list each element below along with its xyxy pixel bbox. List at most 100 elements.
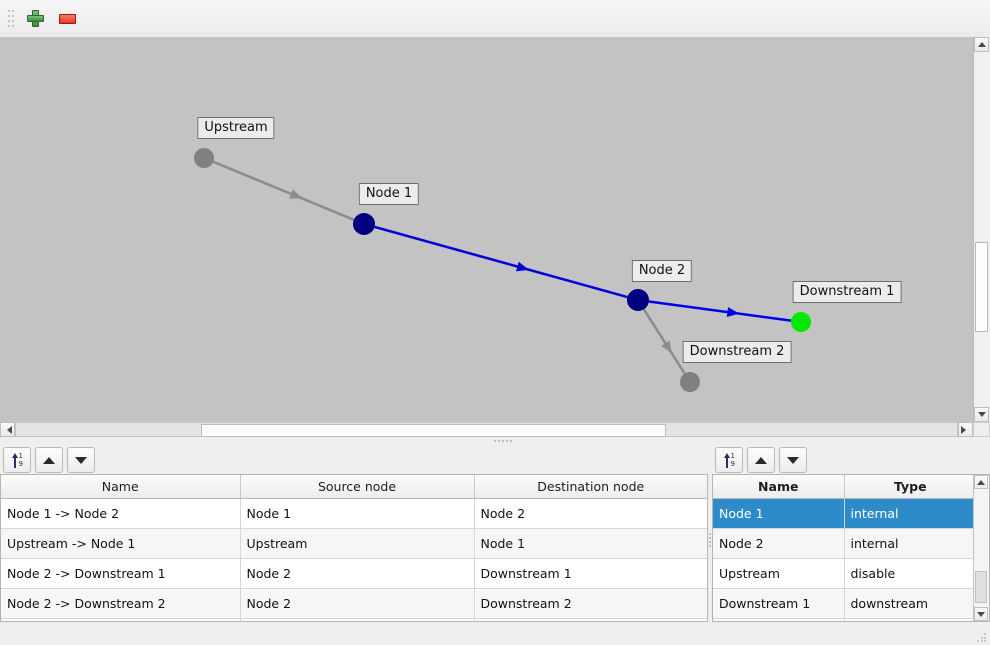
edge-destination-cell: Node 2 [474,498,707,529]
graph-node-upstream[interactable] [194,148,214,168]
nodes-move-up-button[interactable] [747,447,775,473]
node-name-cell: Node 1 [713,498,845,529]
edge-name-cell: Node 2 -> Downstream 1 [1,558,241,589]
graph-node-downstream2[interactable] [680,372,700,392]
graph-horizontal-scroll-thumb[interactable] [201,424,666,437]
graph-edge-node1-node2[interactable] [374,225,628,299]
triangle-down-icon [977,412,986,417]
graph-edge-arrow-node2-downstream1 [726,307,740,317]
graph-node-label-node2[interactable]: Node 2 [631,260,693,282]
triangle-up-icon [977,479,985,485]
triangle-down-icon [75,456,87,464]
graph-edge-node2-downstream2[interactable] [642,308,686,375]
edges-col-source[interactable]: Source node [240,475,475,499]
graph-svg [194,148,811,392]
edge-destination-cell: Downstream 1 [474,558,707,589]
graph-vertical-scroll-thumb[interactable] [975,242,988,332]
edge-source-cell: Upstream [240,528,475,559]
node-type-cell: downstream [844,588,976,619]
nodes-scroll-up-button[interactable] [974,475,988,489]
graph-scroll-down-button[interactable] [974,407,989,422]
graph-horizontal-scroll-track[interactable] [15,422,958,437]
horizontal-splitter[interactable] [0,437,990,444]
graph-scroll-left-button[interactable] [0,422,15,437]
nodes-table-vertical-scrollbar[interactable] [973,475,989,621]
graph-edge-node2-downstream1[interactable] [648,300,792,322]
filler-cell [474,618,707,621]
graph-horizontal-scrollbar[interactable] [0,422,990,437]
nodes-col-type[interactable]: Type [844,475,976,499]
edges-table[interactable]: Name Source node Destination node Node 1… [0,474,708,622]
graph-node-label-upstream[interactable]: Upstream [197,117,275,139]
node-type-cell: internal [844,498,976,529]
triangle-up-icon [977,42,986,47]
graph-edge-arrow-node2-downstream2 [661,340,672,354]
graph-scroll-right-button[interactable] [958,422,973,437]
edge-name-cell: Node 2 -> Downstream 2 [1,588,241,619]
graph-edge-arrow-node1-node2 [516,261,529,272]
graph-node-label-node1[interactable]: Node 1 [358,183,420,205]
filler-cell [713,618,845,621]
edges-move-up-button[interactable] [35,447,63,473]
graph-scroll-up-button[interactable] [974,37,989,52]
edge-name-cell: Upstream -> Node 1 [1,528,241,559]
triangle-left-icon [3,425,12,434]
edges-col-destination[interactable]: Destination node [474,475,707,499]
node-name-cell: Downstream 1 [713,588,845,619]
toolbar-drag-grip[interactable] [3,8,15,30]
triangle-down-icon [787,456,799,464]
edge-source-cell: Node 2 [240,588,475,619]
graph-vertical-scrollbar[interactable] [973,37,990,422]
filler-cell [1,618,241,621]
edge-source-cell: Node 1 [240,498,475,529]
edges-move-down-button[interactable] [67,447,95,473]
graph-edge-upstream-node1[interactable] [212,160,355,221]
filler-cell [240,618,475,621]
graph-node-node1[interactable] [353,213,375,235]
nodes-col-name[interactable]: Name [713,475,845,499]
graph-node-downstream1[interactable] [791,312,811,332]
graph-node-label-downstream2[interactable]: Downstream 2 [682,341,792,363]
graph-node-node2[interactable] [627,289,649,311]
vertical-splitter[interactable] [708,444,712,624]
remove-node-button[interactable] [51,3,83,35]
node-name-cell: Node 2 [713,528,845,559]
triangle-right-icon [961,425,970,434]
edge-destination-cell: Node 1 [474,528,707,559]
add-node-button[interactable] [19,3,51,35]
status-bar [0,625,990,645]
red-minus-icon [58,13,76,24]
nodes-vertical-scroll-thumb[interactable] [975,571,987,603]
resize-grip[interactable] [977,633,987,643]
triangle-down-icon [977,611,985,617]
nodes-scroll-down-button[interactable] [974,607,988,621]
edge-source-cell: Node 2 [240,558,475,589]
edges-col-name[interactable]: Name [1,475,241,499]
node-type-cell: disable [844,558,976,589]
nodes-move-down-button[interactable] [779,447,807,473]
filler-cell [844,618,976,621]
node-type-cell: internal [844,528,976,559]
node-name-cell: Upstream [713,558,845,589]
table-filler-row [713,618,976,621]
scrollbar-corner [973,422,990,437]
graph-node-label-downstream1[interactable]: Downstream 1 [792,281,902,303]
